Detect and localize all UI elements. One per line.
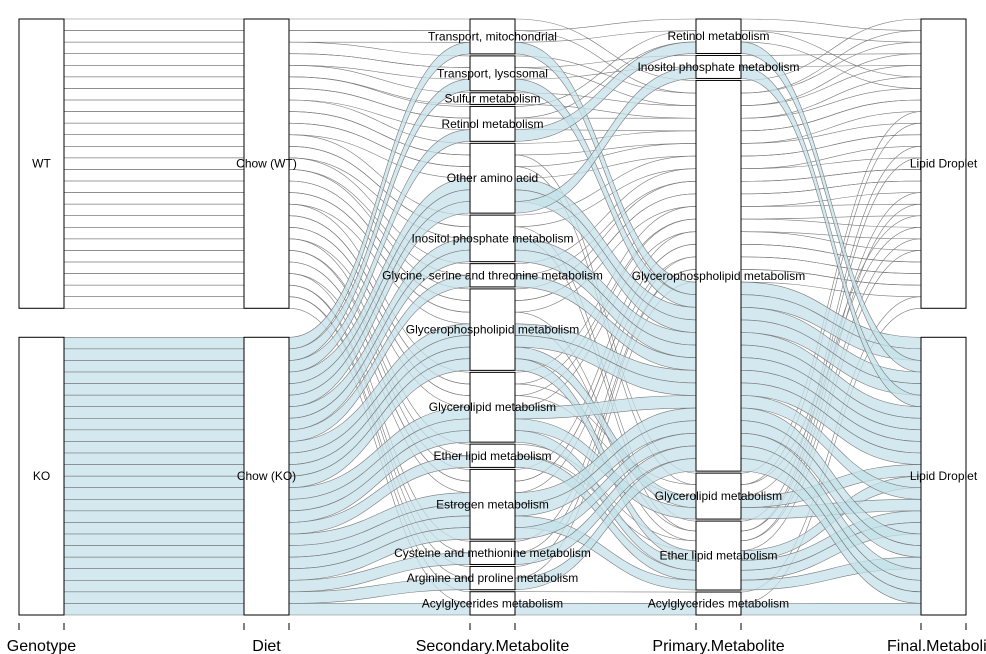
stratum-label: Inositol phosphate metabolism xyxy=(637,60,799,74)
stratum-label: Acylglycerides metabolism xyxy=(422,596,563,610)
stratum-label: WT xyxy=(32,157,51,171)
stratum-box xyxy=(469,55,516,92)
stratum-box xyxy=(695,472,742,520)
stratum-label: Glycerolipid metabolism xyxy=(655,489,782,503)
stratum-label: Chow (WT) xyxy=(236,157,297,171)
strata-layer: WT KO Chow (WT) Chow (KO) Transport, mitocho… xyxy=(18,18,978,616)
stratum-label: Arginine and proline metabolism xyxy=(407,571,578,585)
x-axis: Genotype Diet Secondary.Metabolite Primary.… xyxy=(7,623,986,654)
stratum-label: Acylglycerides metabolism xyxy=(648,597,789,611)
stratum-label: Lipid Droplet xyxy=(910,157,978,171)
axis-label: Secondary.Metabolite xyxy=(416,638,570,654)
stratum-label: Glycerophospholipid metabolism xyxy=(406,323,579,337)
stratum-label: Sulfur metabolism xyxy=(444,92,540,106)
stratum-box xyxy=(469,443,516,468)
stratum-label: Glycerolipid metabolism xyxy=(429,400,556,414)
stratum-box xyxy=(695,54,742,79)
stratum-label: Estrogen metabolism xyxy=(436,497,549,511)
stratum-label: Cysteine and methionine metabolism xyxy=(394,546,591,560)
stratum-box xyxy=(695,18,742,54)
stratum-label: Ether lipid metabolism xyxy=(433,449,551,463)
stratum-box xyxy=(469,591,516,616)
stratum-label: Ether lipid metabolism xyxy=(659,549,777,563)
stratum-box xyxy=(695,79,742,472)
stratum-box xyxy=(469,540,516,565)
stratum-box xyxy=(469,288,516,371)
stratum-box xyxy=(469,263,516,288)
stratum-box xyxy=(469,214,516,263)
stratum-box xyxy=(469,142,516,214)
stratum-box xyxy=(920,336,967,616)
stratum-label: Transport, lysosomal xyxy=(437,66,548,80)
stratum-box xyxy=(243,18,290,309)
stratum-box xyxy=(469,18,516,55)
stratum-label: KO xyxy=(33,469,50,483)
stratum-label: Glycerophospholipid metabolism xyxy=(632,269,805,283)
stratum-box xyxy=(469,565,516,591)
stratum-label: Other amino acid xyxy=(447,171,538,185)
stratum-box xyxy=(18,336,65,616)
stratum-box xyxy=(695,591,742,616)
stratum-box xyxy=(18,18,65,309)
axis-label: Diet xyxy=(252,638,281,654)
axis-label: Final.Metabolite xyxy=(887,638,986,654)
stratum-box xyxy=(469,371,516,443)
stratum-label: Lipid Droplet xyxy=(910,469,978,483)
stratum-label: Transport, mitochondrial xyxy=(428,29,557,43)
stratum-box xyxy=(469,92,516,105)
stratum-label: Retinol metabolism xyxy=(667,29,769,43)
stratum-box xyxy=(469,468,516,540)
stratum-box xyxy=(920,18,967,309)
stratum-label: Retinol metabolism xyxy=(441,117,543,131)
stratum-box xyxy=(243,336,290,616)
axis-label: Genotype xyxy=(7,638,76,654)
stratum-label: Glycine, serine and threonine metabolism xyxy=(382,268,603,282)
stratum-box xyxy=(469,105,516,142)
stratum-label: Chow (KO) xyxy=(237,469,296,483)
axis-label: Primary.Metabolite xyxy=(652,638,784,654)
stratum-box xyxy=(695,520,742,591)
stratum-label: Inositol phosphate metabolism xyxy=(411,231,573,245)
